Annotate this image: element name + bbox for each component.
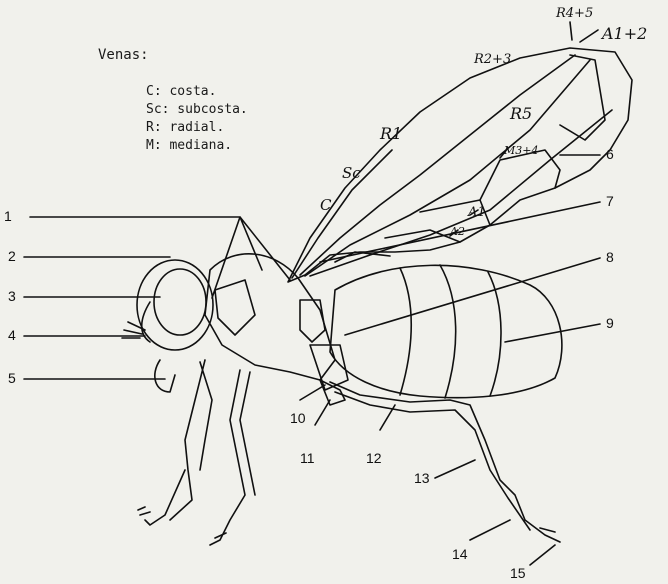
leader-14 [470,520,510,540]
vein-label-sc: Sc [342,164,361,182]
leader-15 [530,545,555,565]
callout-11: 11 [300,450,315,466]
vein-label-r45: R4+5 [556,6,593,21]
vein-label-a2: A2 [450,225,465,238]
vein-pointer-a12 [580,30,598,42]
legend-item-costa: C: costa. [146,83,248,101]
thorax-plate [215,280,255,335]
compound-eye [154,269,206,335]
callout-3: 3 [8,288,16,304]
callout-7: 7 [606,193,614,209]
callout-10: 10 [290,410,306,426]
vein-label-a12: A1+2 [602,24,647,43]
thorax-plate-2 [300,300,325,342]
legend-title: Venas: [98,47,149,63]
wing-cell-a [480,150,560,200]
callout-14: 14 [452,546,468,562]
vein-label-c: C [320,196,331,214]
legend-item-subcosta: Sc: subcosta. [146,101,248,119]
callout-1: 1 [4,208,12,224]
leader-13 [435,460,475,478]
mouthparts [155,360,175,392]
vein-legend: C: costa. Sc: subcosta. R: radial. M: me… [146,83,248,155]
abdomen-segment-1 [400,268,411,395]
callout-9: 9 [606,315,614,331]
vein-label-m34: M3+4 [504,144,538,157]
middle-leg [210,370,255,545]
callout-12: 12 [366,450,382,466]
callout-15: 15 [510,565,526,581]
callout-13: 13 [414,470,430,486]
leader-8 [345,258,600,335]
vein-pointer-r45 [570,22,572,40]
callout-2: 2 [8,248,16,264]
wing-outline [288,48,632,282]
callout-4: 4 [8,327,16,343]
leader-10 [300,385,325,400]
legend-item-radial: R: radial. [146,119,248,137]
abdomen-segment-2 [440,265,456,398]
leader-11 [315,400,330,425]
vein-label-r23: R2+3 [474,52,511,67]
vein-label-a1: A1 [468,205,486,220]
hind-leg [330,382,560,542]
front-leg [138,360,212,525]
callout-8: 8 [606,249,614,265]
wing-vein-r5 [310,110,612,276]
callout-6: 6 [606,146,614,162]
callout-5: 5 [8,370,16,386]
abdomen [330,265,562,397]
leader-9 [505,324,600,342]
vein-label-r1: R1 [380,124,402,143]
legend-item-mediana: M: mediana. [146,137,248,155]
vein-label-r5: R5 [510,104,532,123]
